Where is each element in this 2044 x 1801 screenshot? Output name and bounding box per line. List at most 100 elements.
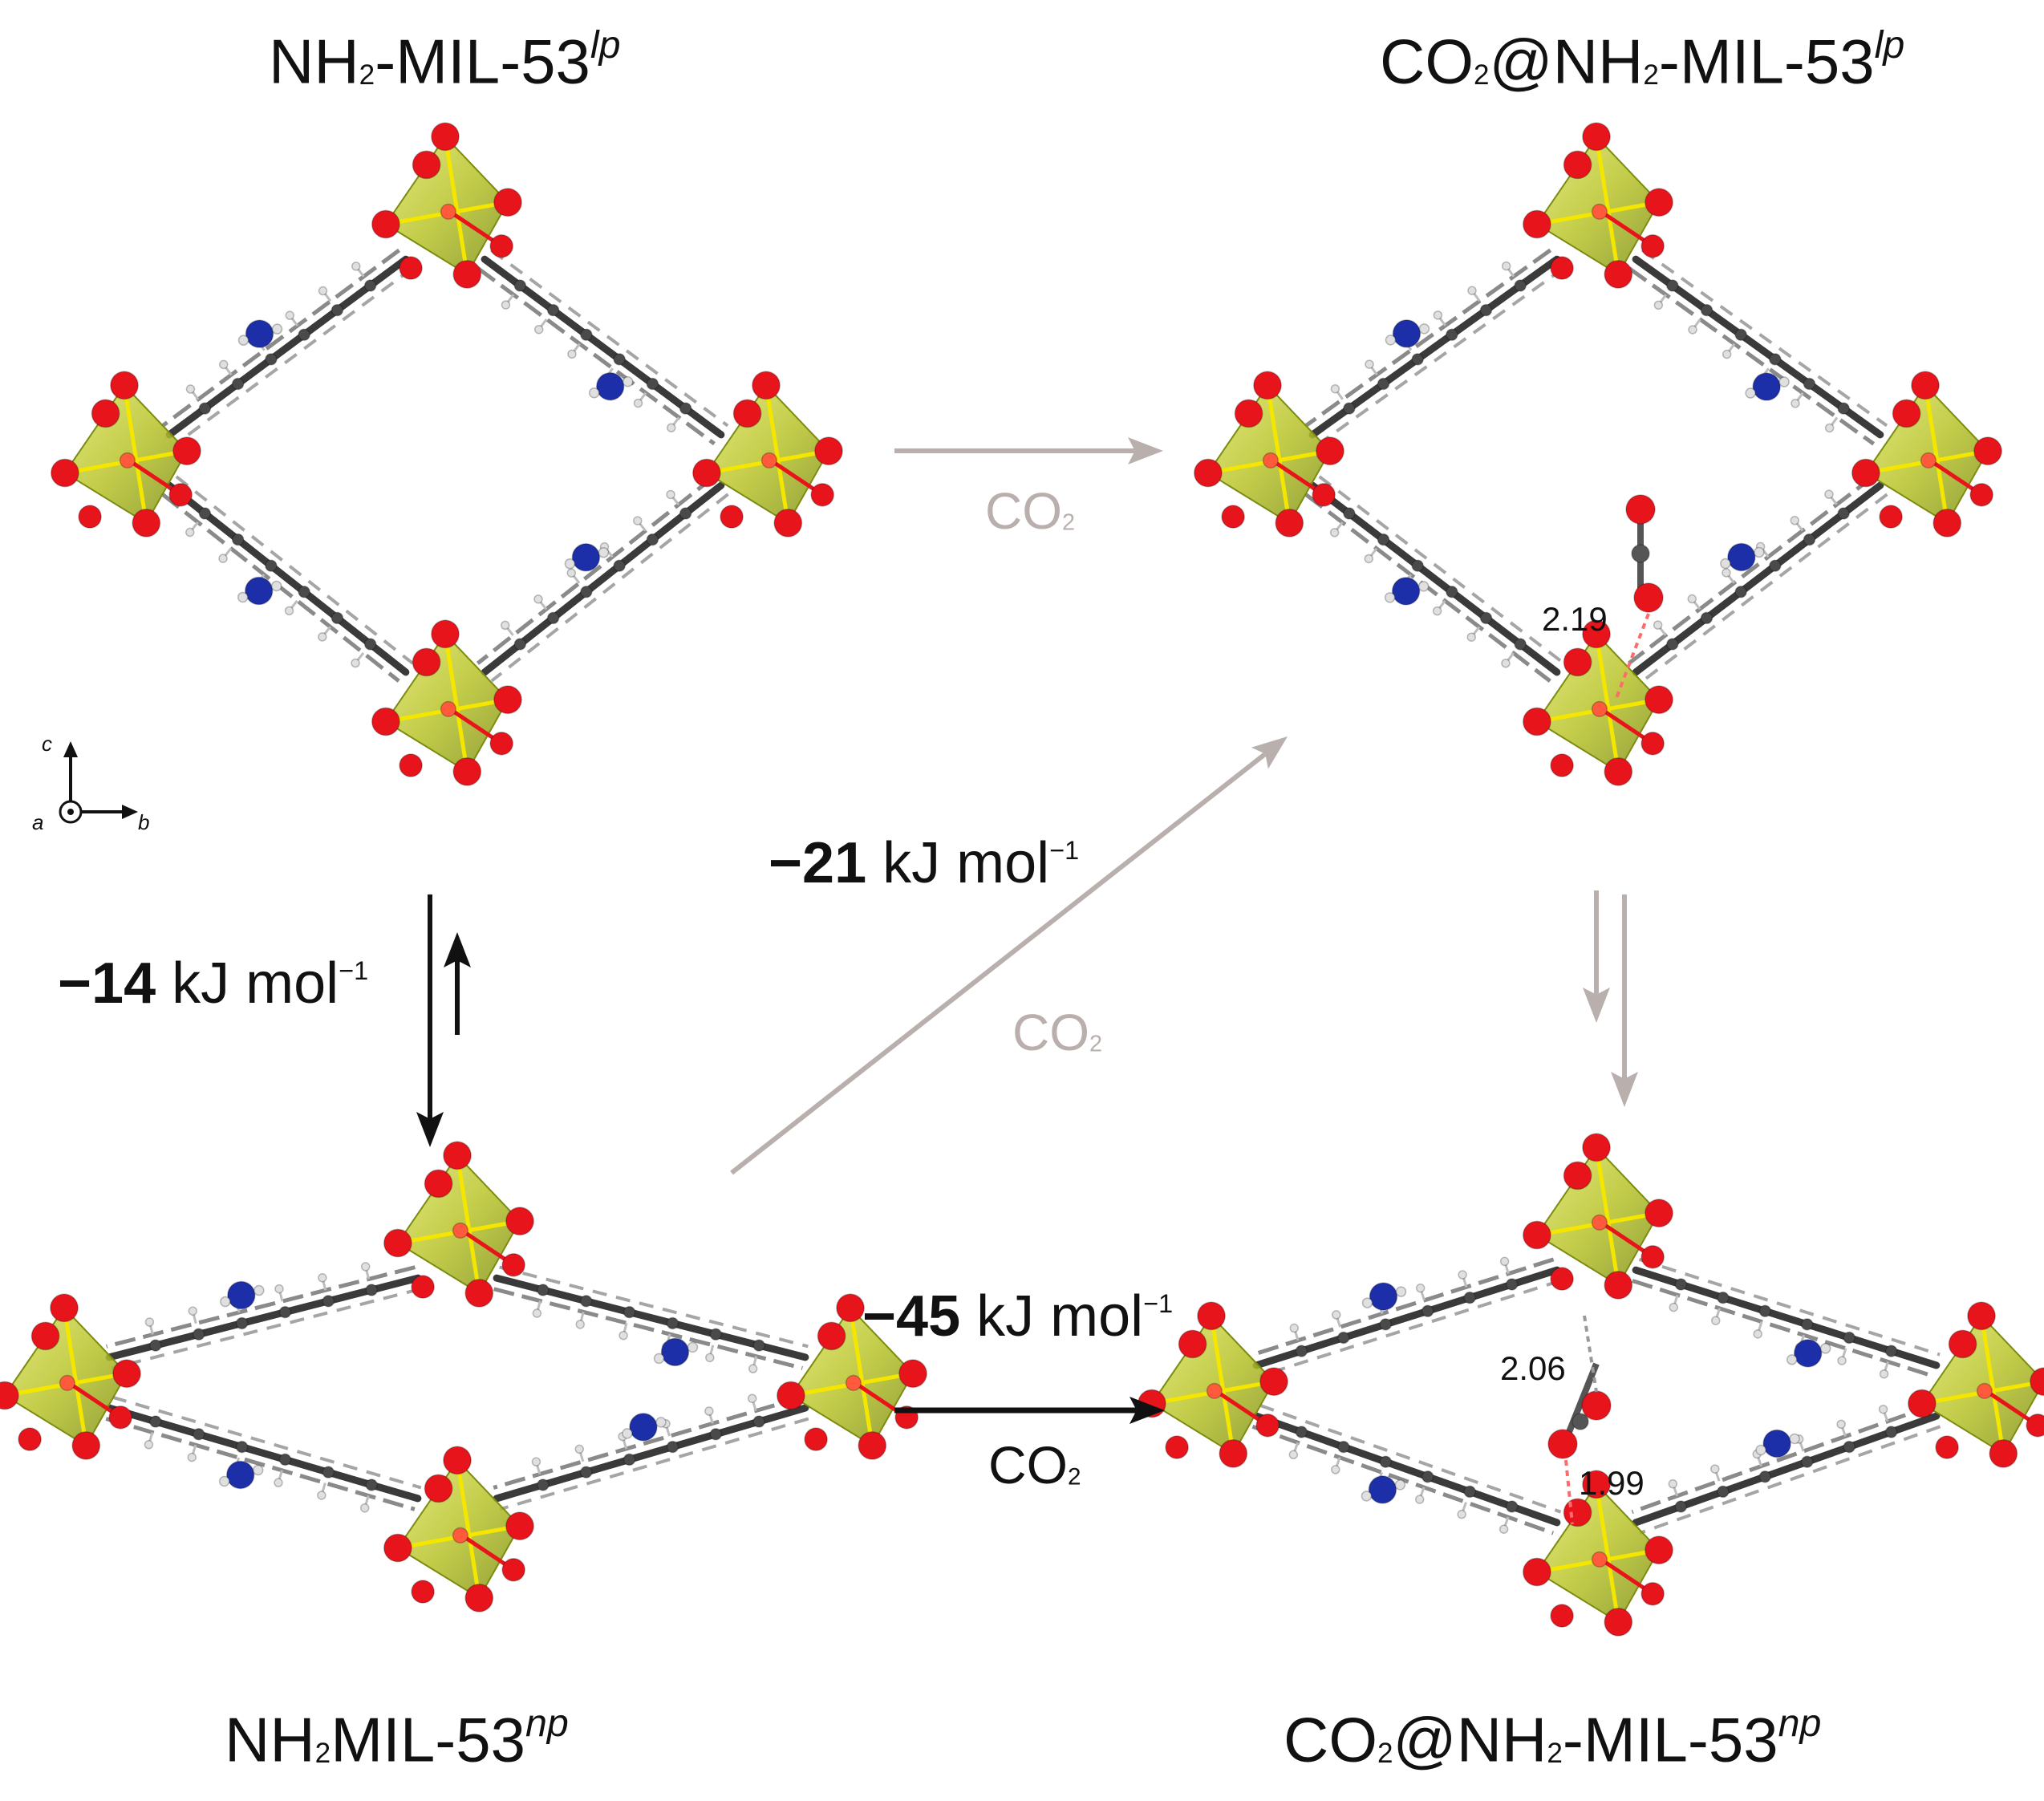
oxygen-atom <box>132 508 161 537</box>
oxygen-atom <box>1911 371 1940 400</box>
organic-linker <box>1631 1403 1941 1535</box>
arrow-lp-to-np <box>416 894 444 1147</box>
linker-ring-edge <box>499 1417 809 1511</box>
carbon-atom <box>709 1328 723 1341</box>
metal-center <box>1206 1382 1223 1400</box>
metal-center <box>1591 700 1608 718</box>
hydrogen-atom <box>564 558 576 570</box>
oxygen-atom <box>776 1381 805 1410</box>
co2-label-np-to-co2lp: CO2 <box>1012 1004 1103 1061</box>
oxygen-atom <box>732 399 762 428</box>
linker-ring-edge <box>493 1287 803 1370</box>
axis-label-c: c <box>42 732 52 756</box>
hydrogen-atom <box>1332 1310 1341 1320</box>
energy-label-lp-np: −14 kJ mol−1 <box>58 951 369 1016</box>
linker-ring-edge <box>490 249 729 428</box>
carbon-atom <box>1837 507 1850 520</box>
carbon-atom <box>298 328 310 341</box>
distance-lp-hbond: 2.19 <box>1542 600 1608 638</box>
carbon-atom <box>365 1479 378 1491</box>
oxygen-atom <box>1640 732 1665 756</box>
oxygen-atom <box>443 1141 472 1170</box>
carbon-atom <box>1666 638 1679 651</box>
oxygen-atom <box>1582 122 1611 152</box>
carbon-atom <box>579 1295 593 1308</box>
carbon-atom <box>679 507 692 520</box>
metal-center <box>59 1374 76 1392</box>
carbon-atom <box>235 1316 249 1330</box>
hydrogen-atom <box>653 1353 665 1365</box>
hydrogen-atom <box>1385 335 1397 346</box>
hydrogen-atom <box>1288 1450 1299 1460</box>
framework-co2-nh2-mil53-lp <box>1193 122 2002 786</box>
oxygen-atom <box>371 209 400 239</box>
metal-center <box>1591 1214 1608 1231</box>
organic-linker <box>1304 248 1565 445</box>
carbon-atom <box>613 559 626 572</box>
arrow-np-to-co2np <box>894 1397 1165 1424</box>
octahedron-bond <box>1594 136 1620 275</box>
hydrogen-atom <box>1394 1479 1406 1491</box>
octahedron-bond <box>1265 384 1292 524</box>
oxygen-atom <box>30 1321 60 1351</box>
hydrogen-atom <box>598 547 610 558</box>
hbond-contact <box>1583 1315 1598 1393</box>
carbon-atom <box>1674 1278 1688 1291</box>
carbon-atom <box>298 586 310 598</box>
linker-ring-edge <box>161 248 401 428</box>
hydrogen-atom <box>1458 1270 1467 1280</box>
octahedron <box>383 1141 534 1308</box>
hydrogen-atom <box>218 1475 230 1487</box>
hydrogen-atom <box>144 1317 155 1327</box>
hydrogen-atom <box>1414 1495 1425 1504</box>
carbon-atom <box>265 353 278 366</box>
hydrogen-atom <box>1824 489 1834 499</box>
carbon-atom <box>331 303 344 317</box>
oxygen-atom <box>1645 1199 1673 1228</box>
carbon-atom <box>752 1339 765 1352</box>
hydrogen-atom <box>318 1273 327 1283</box>
framework-co2-nh2-mil53-np <box>1137 1133 2044 1637</box>
hydrogen-atom <box>1499 1524 1509 1534</box>
oxygen-atom <box>1582 1470 1611 1499</box>
oxygen-atom <box>110 371 139 400</box>
hydrogen-atom <box>501 300 511 310</box>
linker-ring-edge <box>1628 266 1876 446</box>
oxygen-atom <box>1234 399 1263 428</box>
carbon-atom <box>646 377 659 391</box>
oxygen-atom <box>50 1293 79 1323</box>
reaction-arrows <box>416 437 1638 1424</box>
oxygen-atom <box>1178 1329 1207 1359</box>
metal-center <box>452 1222 469 1239</box>
oxygen-atom <box>172 436 201 466</box>
carbon-atom <box>1479 611 1493 625</box>
linker-ring-edge <box>476 475 716 665</box>
carbon-atom <box>1800 1455 1814 1468</box>
organic-linker <box>1632 1257 1941 1379</box>
hydrogen-atom <box>1329 528 1340 537</box>
hydrogen-atom <box>704 1406 714 1416</box>
metal-center <box>760 452 778 469</box>
carbon-atom <box>278 1305 292 1319</box>
hydrogen-atom <box>574 1444 585 1454</box>
hydrogen-atom <box>1753 1329 1762 1339</box>
metal-center <box>1262 452 1280 469</box>
carbon-atom <box>1505 1278 1519 1291</box>
hydrogen-atom <box>1361 1297 1373 1308</box>
axis-indicator <box>59 741 138 824</box>
metal-center <box>440 700 457 718</box>
hydrogen-atom <box>271 323 283 335</box>
hydrogen-atom <box>284 606 294 616</box>
hydrogen-atom <box>1432 606 1442 616</box>
oxygen-atom <box>71 1430 101 1460</box>
nitrogen-atom <box>1793 1339 1823 1368</box>
hydrogen-atom <box>1330 383 1340 394</box>
linker-ring-edge <box>1251 1424 1555 1535</box>
carbon-atom <box>1843 1331 1855 1345</box>
carbon-atom <box>613 353 626 366</box>
hydrogen-atom <box>1433 310 1443 320</box>
oxygen-atom <box>1582 619 1611 649</box>
carbon-atom <box>1463 1291 1476 1304</box>
oxygen-atom <box>1165 1435 1189 1459</box>
